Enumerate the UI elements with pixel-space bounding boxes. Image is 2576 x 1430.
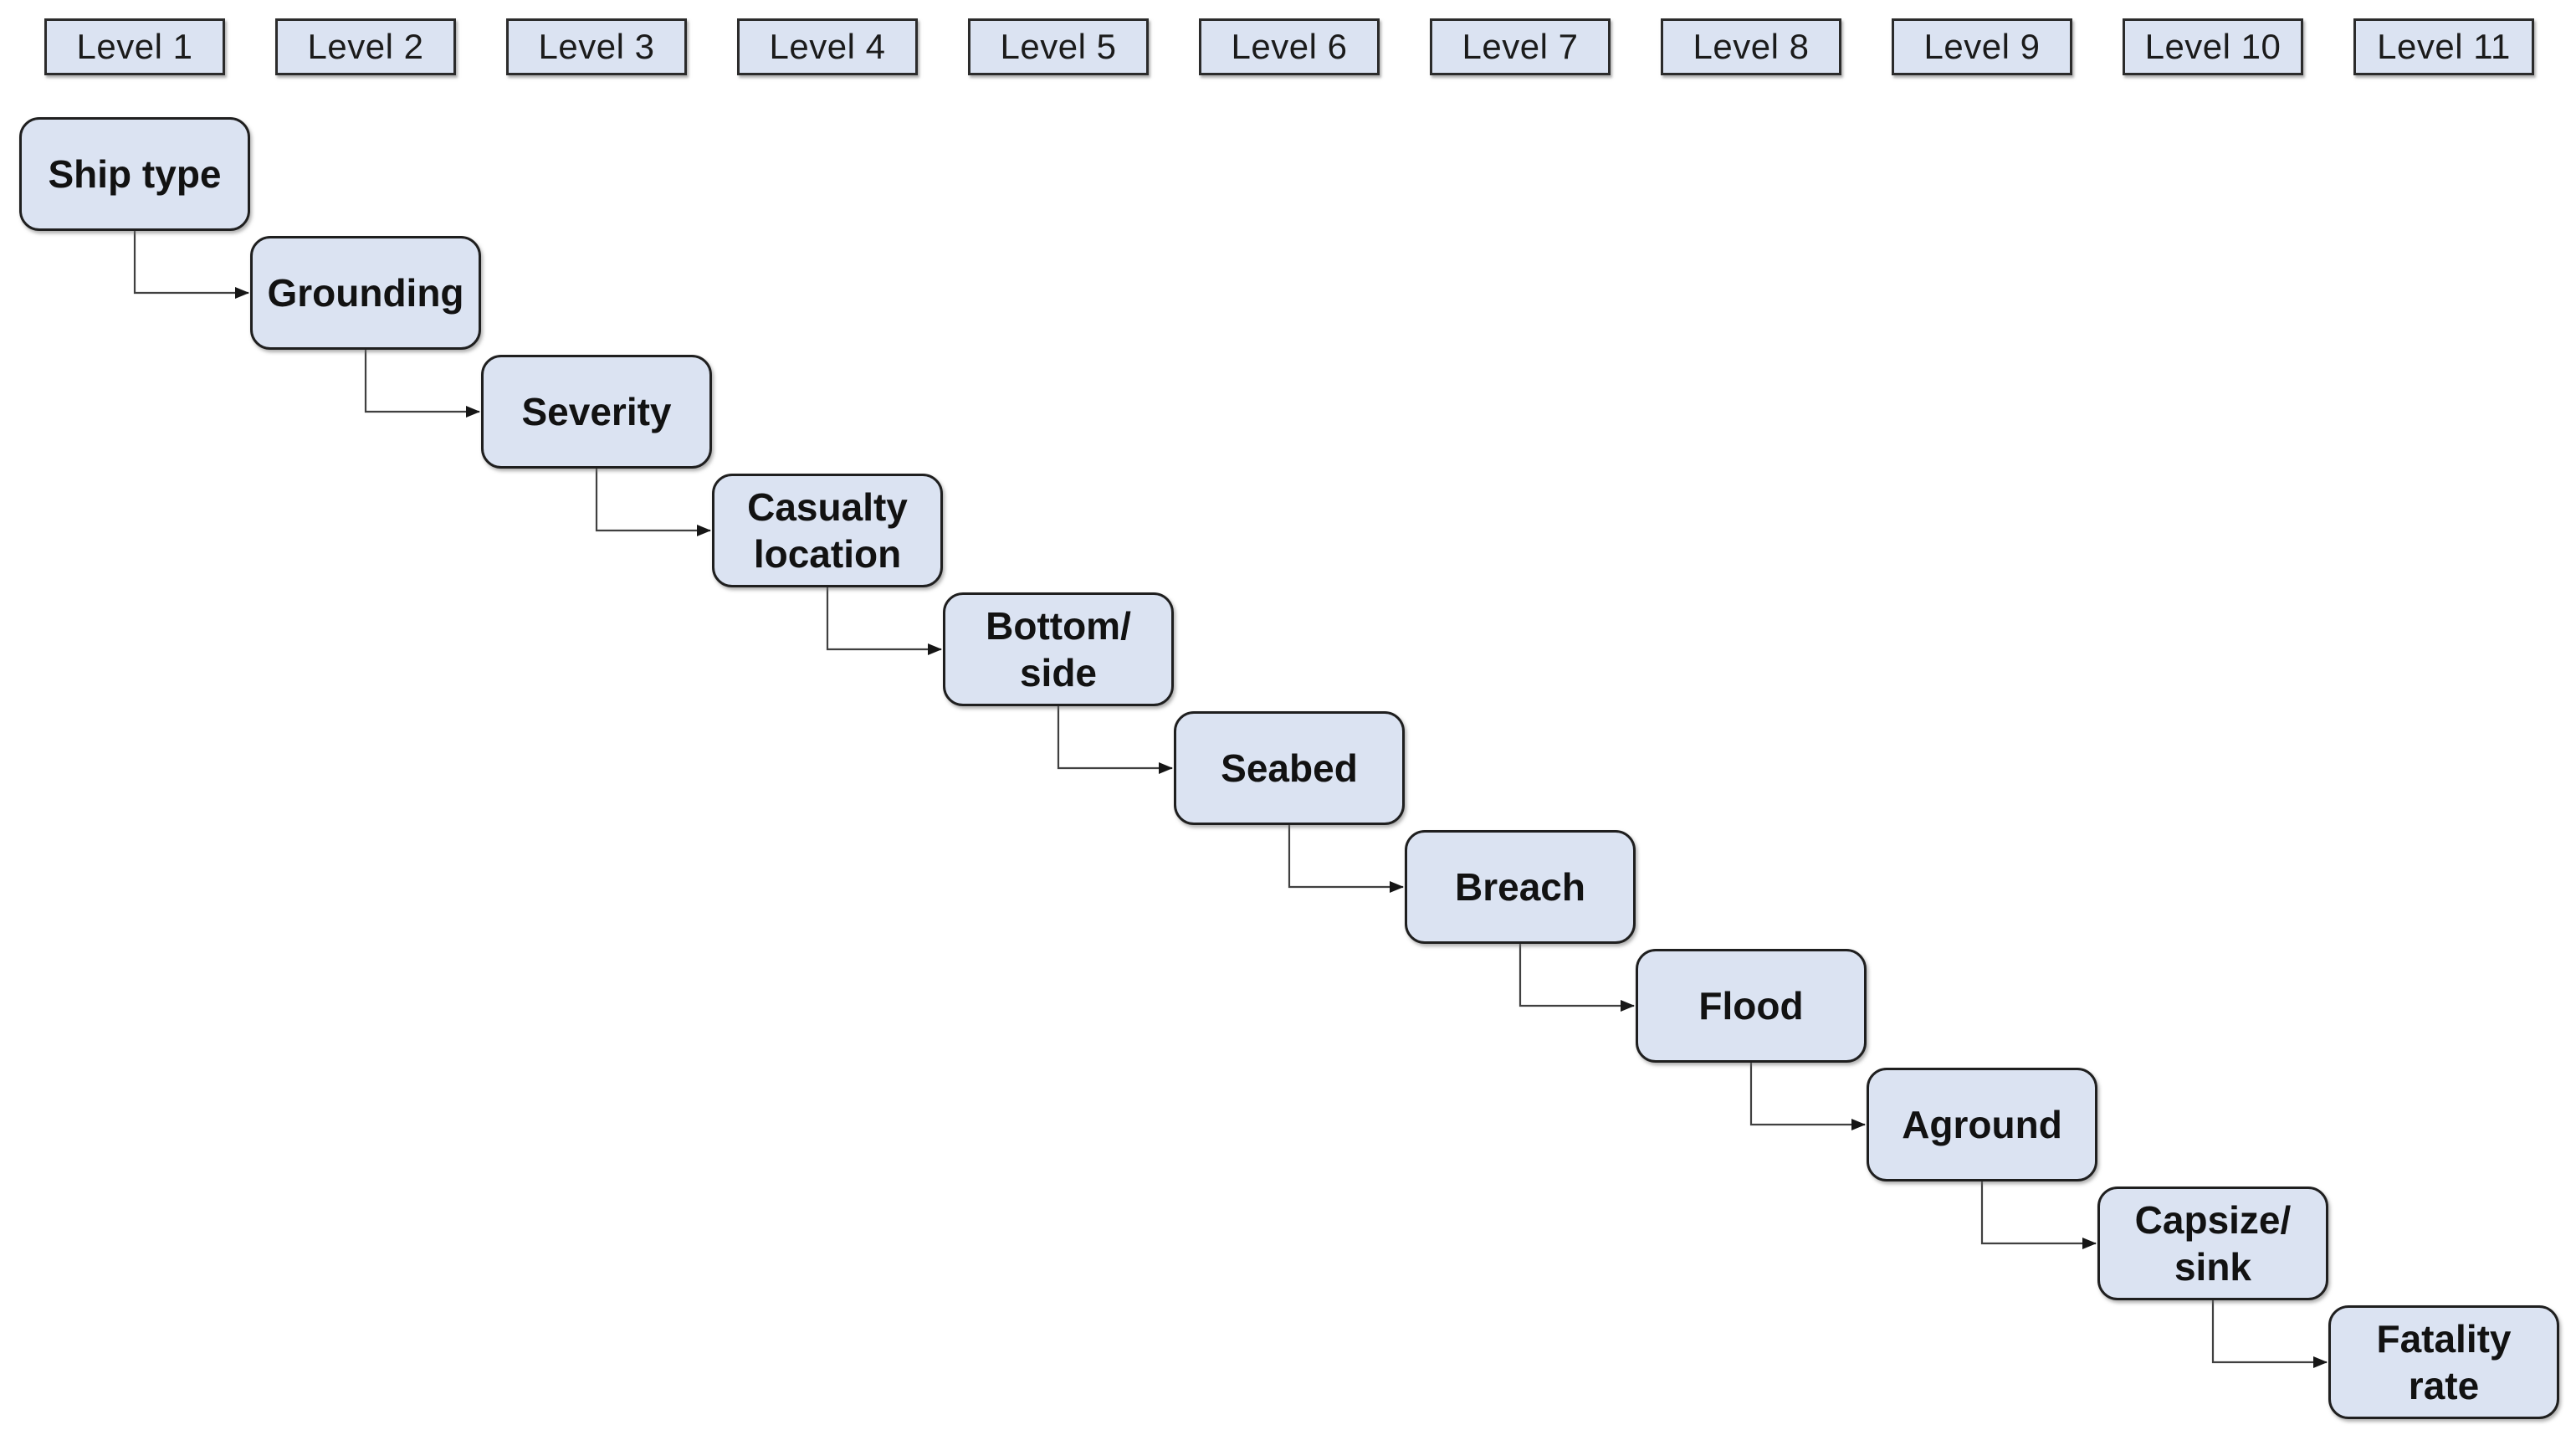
flow-node-casualty-location: Casualty location — [712, 474, 943, 587]
level-header-7: Level 7 — [1430, 18, 1611, 75]
elbow-arrow-connector — [1057, 706, 1173, 774]
elbow-arrow-connector — [595, 469, 711, 536]
flow-node-grounding: Grounding — [250, 236, 481, 350]
flow-node-seabed: Seabed — [1174, 711, 1405, 825]
flow-node-bottom-side: Bottom/ side — [943, 592, 1174, 706]
flow-node-fatality-rate: Fatality rate — [2328, 1305, 2559, 1419]
level-header-9: Level 9 — [1892, 18, 2072, 75]
flow-node-ship-type: Ship type — [19, 117, 250, 231]
level-header-2: Level 2 — [275, 18, 456, 75]
flow-node-capsize-sink: Capsize/ sink — [2097, 1187, 2328, 1300]
flow-node-severity: Severity — [481, 355, 712, 469]
flow-node-aground: Aground — [1867, 1068, 2097, 1181]
level-header-4: Level 4 — [737, 18, 918, 75]
elbow-arrow-connector — [1749, 1063, 1866, 1130]
elbow-arrow-connector — [2211, 1300, 2328, 1368]
elbow-arrow-connector — [826, 587, 942, 655]
elbow-arrow-connector — [364, 350, 480, 418]
level-header-8: Level 8 — [1661, 18, 1841, 75]
level-header-10: Level 10 — [2123, 18, 2303, 75]
flow-node-breach: Breach — [1405, 830, 1636, 944]
level-header-5: Level 5 — [968, 18, 1149, 75]
flow-node-flood: Flood — [1636, 949, 1867, 1063]
elbow-arrow-connector — [1288, 825, 1404, 893]
elbow-arrow-connector — [133, 231, 249, 299]
elbow-arrow-connector — [1980, 1181, 2097, 1249]
level-header-1: Level 1 — [44, 18, 225, 75]
level-header-11: Level 11 — [2353, 18, 2534, 75]
elbow-arrow-connector — [1518, 944, 1635, 1012]
level-header-3: Level 3 — [506, 18, 687, 75]
level-header-6: Level 6 — [1199, 18, 1380, 75]
